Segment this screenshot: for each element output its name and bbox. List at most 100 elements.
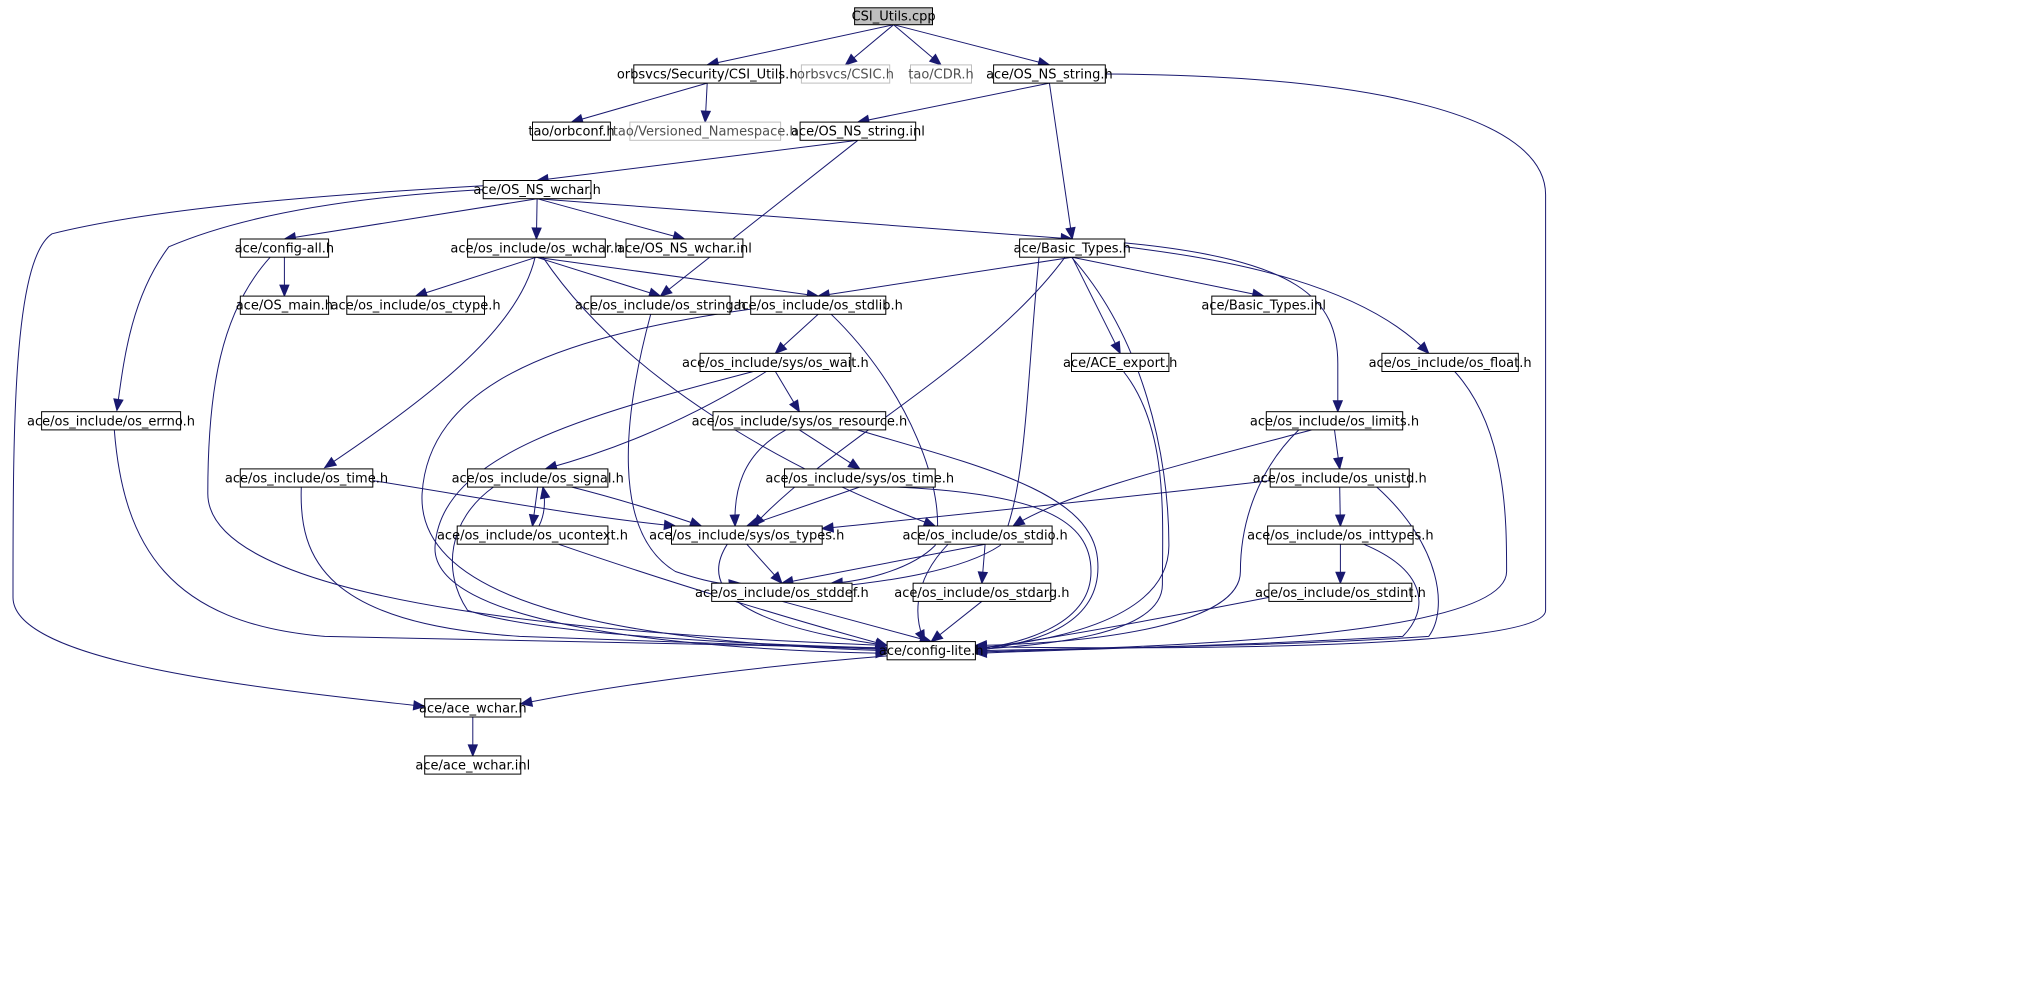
node-box-config_lite_h <box>886 641 976 661</box>
node-os_ucontext_h[interactable]: ace/os_include/os_ucontext.h <box>437 525 628 545</box>
node-label-os_ctype_h: ace/os_include/os_ctype.h <box>331 299 501 314</box>
node-os_unistd_h[interactable]: ace/os_include/os_unistd.h <box>1253 468 1427 488</box>
arrowhead-basic_types_h-to-os_limits_h <box>1332 400 1344 414</box>
node-box-os_string_h <box>590 295 731 315</box>
node-os_signal_h[interactable]: ace/os_include/os_signal.h <box>452 468 624 488</box>
node-label-os_time_h: ace/os_include/os_time.h <box>225 472 388 487</box>
node-box-os_stdio_h <box>917 525 1053 545</box>
node-security_csi_utils_h[interactable]: orbsvcs/Security/CSI_Utils.h <box>617 64 798 84</box>
node-os_string_h[interactable]: ace/os_include/os_string.h <box>575 295 746 315</box>
node-layer: CSI_Utils.cpp orbsvcs/Security/CSI_Utils.… <box>27 7 1532 775</box>
node-box-os_errno_h <box>41 411 182 431</box>
node-box-os_main_h <box>239 295 330 315</box>
node-os_errno_h[interactable]: ace/os_include/os_errno.h <box>27 411 195 431</box>
node-box-security_csi_utils_h <box>633 64 782 84</box>
node-os_stdint_h[interactable]: ace/os_include/os_stdint.h <box>1255 582 1426 602</box>
arrowhead-os_include_os_wchar_h-to-os_stdio_h <box>922 517 937 527</box>
edge-os_ns_string_inl-to-os_ns_wchar_h <box>537 139 858 181</box>
node-ace_export_h[interactable]: ace/ACE_export.h <box>1063 352 1177 372</box>
node-box-basic_types_h <box>1019 238 1126 258</box>
node-config_lite_h[interactable]: ace/config-lite.h <box>879 641 984 661</box>
node-config_all_h[interactable]: ace/config-all.h <box>235 238 335 258</box>
arrowhead-os_signal_h-to-os_ucontext_h <box>528 513 540 528</box>
node-os_include_os_wchar_h[interactable]: ace/os_include/os_wchar.h <box>450 238 622 258</box>
arrowhead-config_all_h-to-os_main_h <box>279 284 290 298</box>
node-os_ctype_h[interactable]: ace/os_include/os_ctype.h <box>331 295 501 315</box>
node-csic_h[interactable]: orbsvcs/CSIC.h <box>797 64 894 84</box>
node-label-os_stdarg_h: ace/os_include/os_stdarg.h <box>894 586 1069 601</box>
node-box-tao_orbconf_h <box>532 121 611 141</box>
arrowhead-os_ns_string_inl-to-os_string_h <box>659 284 673 297</box>
node-box-csic_h <box>800 64 891 84</box>
node-label-os_stddef_h: ace/os_include/os_stddef.h <box>695 586 869 601</box>
edge-sys_os_resource_h-to-sys_os_time_h <box>799 429 861 470</box>
node-ace_wchar_h[interactable]: ace/ace_wchar.h <box>419 698 527 718</box>
node-versioned_namespace_h[interactable]: tao/Versioned_Namespace.h <box>613 121 798 141</box>
node-box-os_limits_h <box>1265 411 1404 431</box>
node-box-ace_wchar_inl <box>424 755 522 775</box>
node-box-os_float_h <box>1381 352 1519 372</box>
node-os_stdarg_h[interactable]: ace/os_include/os_stdarg.h <box>894 582 1070 602</box>
node-box-config_all_h <box>239 238 330 258</box>
node-label-csi_utils_cpp: CSI_Utils.cpp <box>852 10 936 25</box>
arrowhead-os_unistd_h-to-os_inttypes_h <box>1334 514 1346 528</box>
arrowhead-sys_os_wait_h-to-sys_os_resource_h <box>789 399 801 413</box>
node-os_limits_h[interactable]: ace/os_include/os_limits.h <box>1250 411 1419 431</box>
node-os_time_h[interactable]: ace/os_include/os_time.h <box>225 468 388 488</box>
node-os_ns_wchar_h[interactable]: ace/OS_NS_wchar.h <box>473 180 601 200</box>
arrowhead-basic_types_h-to-ace_export_h <box>1110 340 1121 355</box>
arrowhead-os_ns_wchar_h-to-os_errno_h <box>113 398 124 412</box>
node-box-os_ucontext_h <box>456 525 609 545</box>
node-label-os_signal_h: ace/os_include/os_signal.h <box>452 472 624 487</box>
node-os_stdio_h[interactable]: ace/os_include/os_stdio.h <box>902 525 1068 545</box>
node-ace_wchar_inl[interactable]: ace/ace_wchar.inl <box>415 755 530 775</box>
node-os_float_h[interactable]: ace/os_include/os_float.h <box>1369 352 1532 372</box>
node-sys_os_time_h[interactable]: ace/os_include/sys/os_time.h <box>765 468 954 488</box>
arrowhead-os_limits_h-to-os_unistd_h <box>1332 456 1344 471</box>
edge-config_all_h-to-config_lite_h <box>207 256 888 646</box>
node-os_stddef_h[interactable]: ace/os_include/os_stddef.h <box>695 582 869 602</box>
node-box-ace_export_h <box>1071 352 1170 372</box>
edge-os_unistd_h-to-config_lite_h <box>975 486 1439 652</box>
node-sys_os_resource_h[interactable]: ace/os_include/sys/os_resource.h <box>692 411 908 431</box>
edge-os_inttypes_h-to-config_lite_h <box>975 543 1420 654</box>
node-box-sys_os_types_h <box>671 525 823 545</box>
node-label-os_stdlib_h: ace/os_include/os_stdlib.h <box>733 299 902 314</box>
node-box-os_stddef_h <box>711 582 853 602</box>
edge-sys_os_wait_h-to-os_signal_h <box>545 371 767 470</box>
edge-basic_types_h-to-sys_os_types_h <box>752 256 1066 527</box>
node-os_ns_string_h[interactable]: ace/OS_NS_string.h <box>986 64 1113 84</box>
node-os_inttypes_h[interactable]: ace/os_include/os_inttypes.h <box>1247 525 1434 545</box>
node-os_main_h[interactable]: ace/OS_main.h <box>236 295 333 315</box>
node-box-os_ns_wchar_inl <box>625 238 744 258</box>
edge-config_lite_h-to-ace_wchar_h <box>520 655 888 705</box>
node-basic_types_inl[interactable]: ace/Basic_Types.inl <box>1201 295 1326 315</box>
node-label-os_ns_string_inl: ace/OS_NS_string.inl <box>791 125 925 140</box>
edge-os_ns_string_h-to-basic_types_h <box>1048 83 1073 240</box>
node-basic_types_h[interactable]: ace/Basic_Types.h <box>1013 238 1131 258</box>
edge-os_ns_wchar_h-to-basic_types_h <box>537 198 1073 240</box>
edge-os_stddef_h-to-config_lite_h <box>781 600 932 643</box>
edge-os_time_h-to-config_lite_h <box>300 486 888 650</box>
node-sys_os_types_h[interactable]: ace/os_include/sys/os_types.h <box>649 525 844 545</box>
node-sys_os_wait_h[interactable]: ace/os_include/sys/os_wait.h <box>682 352 869 372</box>
node-box-csi_utils_cpp <box>854 7 933 26</box>
edge-os_ns_string_h-to-os_ns_string_inl <box>857 82 1050 123</box>
edge-os_ns_wchar_h-to-os_ns_wchar_inl <box>536 198 685 240</box>
node-label-versioned_namespace_h: tao/Versioned_Namespace.h <box>613 125 798 140</box>
arrowhead-os_time_h-to-sys_os_types_h <box>663 519 677 531</box>
arrowhead-basic_types_h-to-os_float_h <box>1416 341 1430 355</box>
node-os_ns_string_inl[interactable]: ace/OS_NS_string.inl <box>791 121 925 141</box>
node-tao_cdr_h[interactable]: tao/CDR.h <box>908 64 974 84</box>
node-box-os_ctype_h <box>346 295 485 315</box>
node-tao_orbconf_h[interactable]: tao/orbconf.h <box>528 121 615 141</box>
arrowhead-os_stdlib_h-to-sys_os_wait_h <box>774 341 788 355</box>
node-csi_utils_cpp[interactable]: CSI_Utils.cpp <box>852 7 936 26</box>
node-os_ns_wchar_inl[interactable]: ace/OS_NS_wchar.inl <box>617 238 752 258</box>
node-label-ace_export_h: ace/ACE_export.h <box>1063 356 1177 371</box>
node-box-tao_cdr_h <box>910 64 972 84</box>
node-os_stdlib_h[interactable]: ace/os_include/os_stdlib.h <box>733 295 903 315</box>
edge-basic_types_h-to-ace_export_h <box>1071 256 1121 354</box>
node-label-os_stdio_h: ace/os_include/os_stdio.h <box>902 529 1067 544</box>
